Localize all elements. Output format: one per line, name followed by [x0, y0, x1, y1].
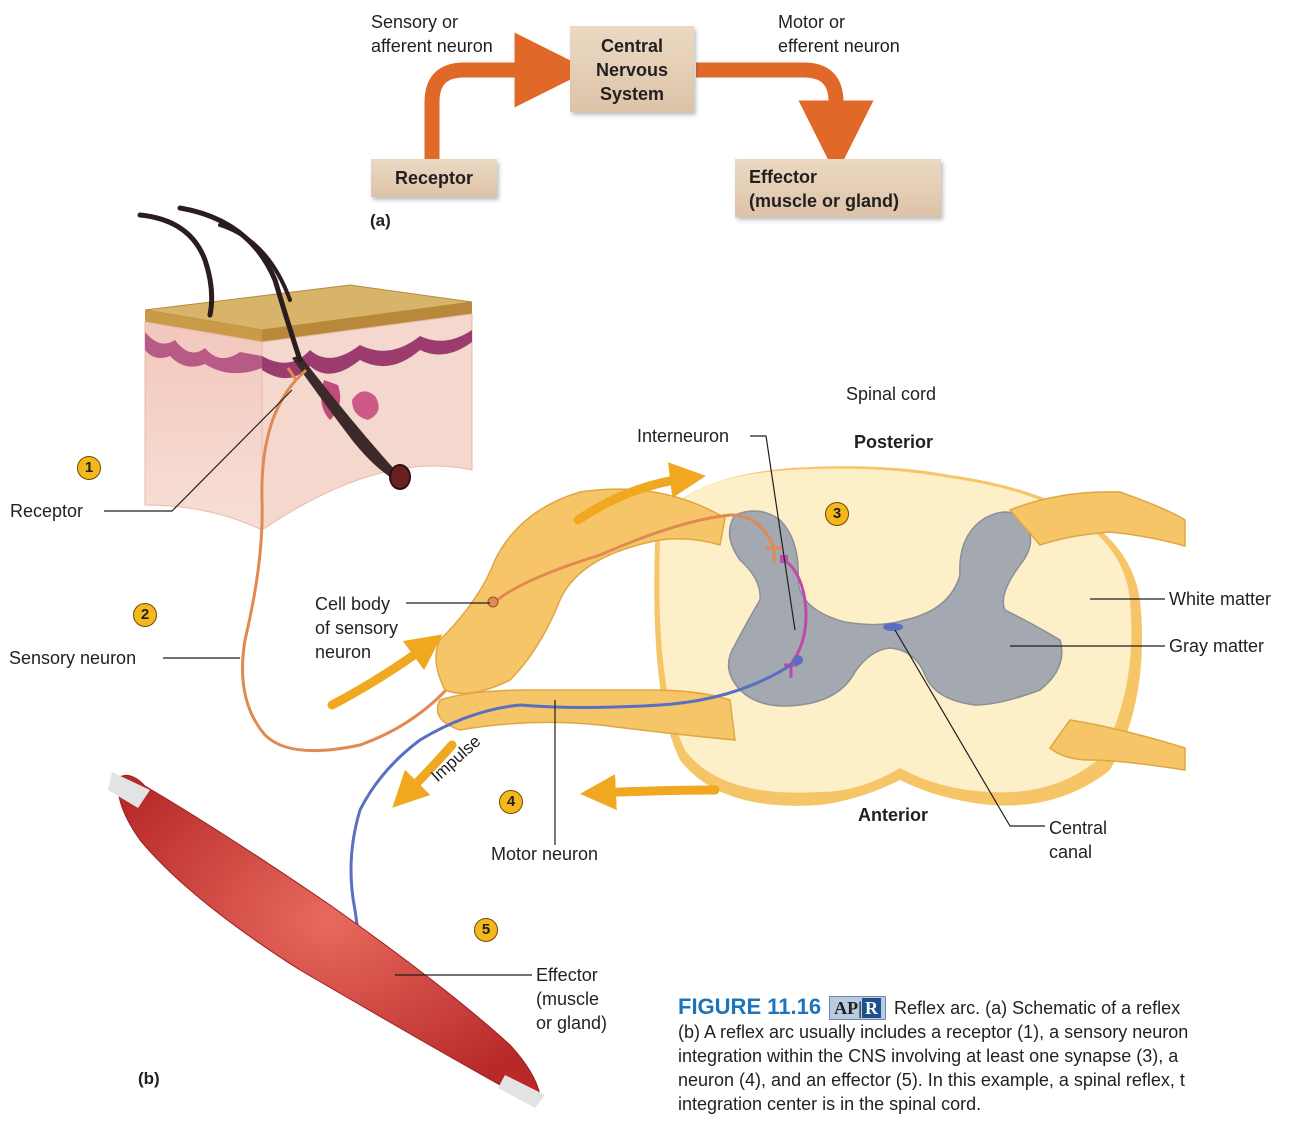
anterior-label: Anterior: [858, 803, 928, 827]
central-canal-label: Central canal: [1049, 816, 1107, 864]
step-badge-2: 2: [133, 603, 157, 627]
afferent-arrow: [432, 70, 552, 162]
receptor-box: Receptor: [371, 159, 497, 197]
motor-efferent-label: Motor or efferent neuron: [778, 10, 900, 58]
gray-matter-label: Gray matter: [1169, 634, 1264, 658]
motor-neuron-label: Motor neuron: [491, 842, 598, 866]
figure-caption: FIGURE 11.16 AP|R Reflex arc. (a) Schemati…: [678, 995, 1298, 1116]
white-matter-label: White matter: [1169, 587, 1271, 611]
receptor-label: Receptor: [10, 499, 83, 523]
sensory-cell-body: [488, 597, 498, 607]
effector-box: Effector (muscle or gland): [735, 159, 941, 217]
caption-line-2: (b) A reflex arc usually includes a rece…: [678, 1020, 1298, 1044]
cns-box: Central Nervous System: [570, 26, 694, 112]
caption-line-3: integration within the CNS involving at …: [678, 1044, 1298, 1068]
step-badge-1: 1: [77, 456, 101, 480]
efferent-arrow: [696, 70, 836, 138]
effector-label: Effector (muscle or gland): [536, 963, 607, 1035]
sensory-afferent-label: Sensory or afferent neuron: [371, 10, 493, 58]
step-badge-4: 4: [499, 790, 523, 814]
skin-block: [145, 285, 472, 530]
panel-a-letter: (a): [370, 209, 391, 233]
motor-cell-body: [793, 655, 803, 665]
spinal-cord-label: Spinal cord: [846, 382, 936, 406]
step-badge-5: 5: [474, 918, 498, 942]
apr-badge-r: R: [862, 998, 881, 1018]
interneuron-label: Interneuron: [637, 424, 729, 448]
posterior-label: Posterior: [854, 430, 933, 454]
caption-line-4: neuron (4), and an effector (5). In this…: [678, 1068, 1298, 1092]
central-canal-shape: [883, 623, 903, 631]
apr-badge-ap: AP: [834, 998, 858, 1018]
sensory-neuron-label: Sensory neuron: [9, 646, 136, 670]
panel-b-letter: (b): [138, 1067, 160, 1091]
caption-line-1: Reflex arc. (a) Schematic of a reflex: [894, 998, 1180, 1018]
figure-number: FIGURE 11.16: [678, 994, 821, 1019]
apr-badge: AP|R: [829, 996, 886, 1020]
step-badge-3: 3: [825, 502, 849, 526]
cell-body-label: Cell body of sensory neuron: [315, 592, 398, 664]
caption-line-5: integration center is in the spinal cord…: [678, 1092, 1298, 1116]
caption-first-line: FIGURE 11.16 AP|R Reflex arc. (a) Schemati…: [678, 995, 1298, 1020]
